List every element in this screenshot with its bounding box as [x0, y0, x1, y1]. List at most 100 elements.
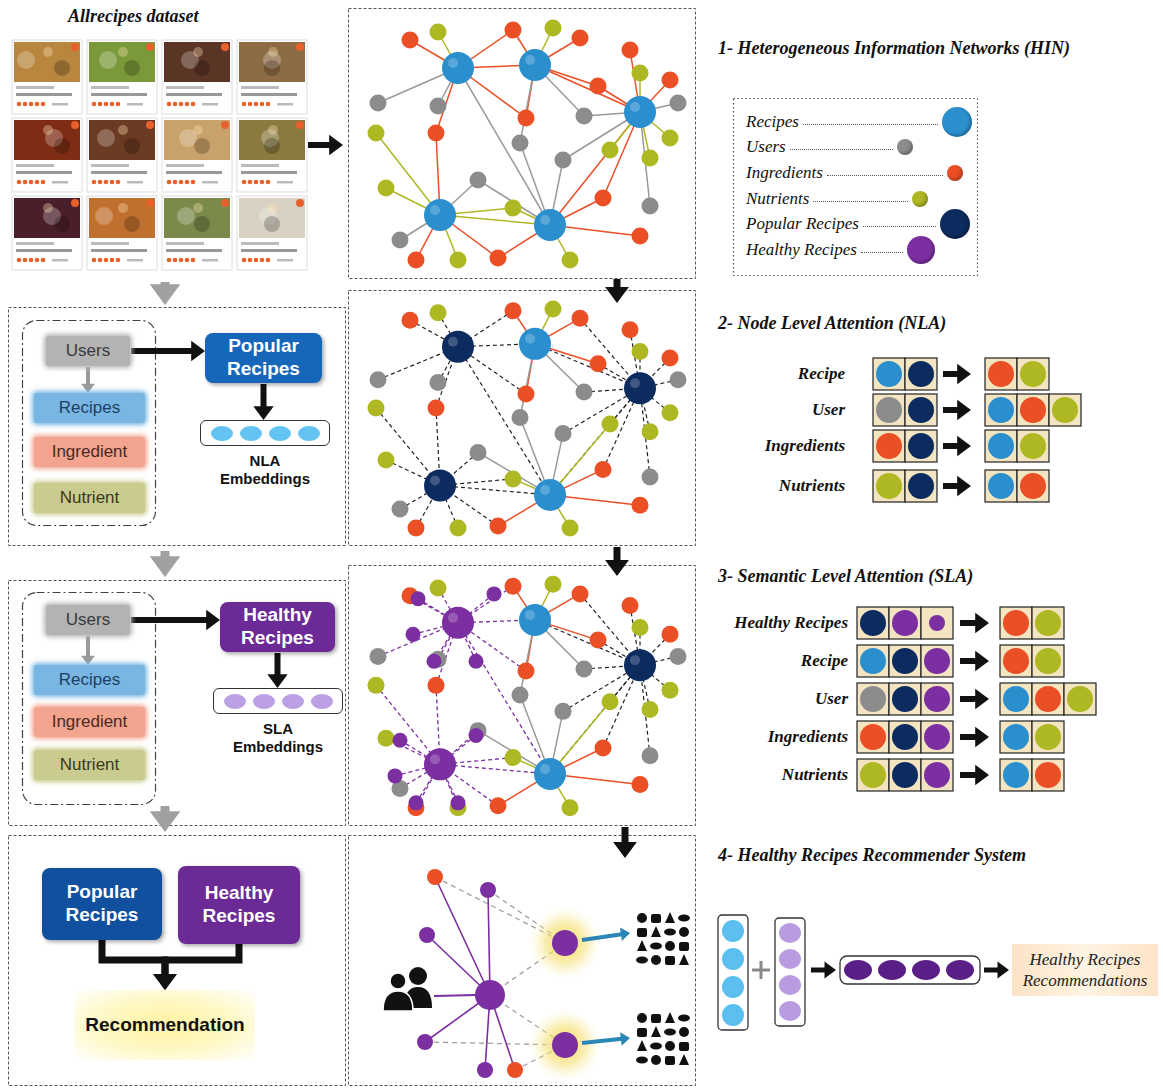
caption-line [91, 86, 129, 89]
star-rating [29, 102, 34, 107]
flow-arrow [811, 962, 836, 979]
entity-dot [1003, 724, 1029, 750]
graph-node [469, 728, 484, 743]
legend-text: Recipes [746, 112, 799, 132]
legend-text: Popular Recipes [746, 214, 859, 234]
network-graph [368, 20, 687, 269]
section-label: Allrecipes dataset [68, 6, 198, 27]
graph-node [595, 739, 612, 756]
recipe-photo [89, 42, 155, 82]
table-cell [1032, 607, 1064, 639]
entity-dot [892, 648, 918, 674]
graph-hub [624, 96, 656, 128]
entity-dot [1020, 473, 1046, 499]
graph-hub [624, 372, 656, 404]
photo-detail [193, 125, 203, 135]
caption-line [241, 86, 279, 89]
entity-dot [929, 615, 945, 631]
entity-dot [1003, 610, 1029, 636]
panel-frame [349, 9, 696, 279]
graph-node [505, 302, 522, 319]
legend-swatch [942, 107, 972, 137]
graph-node [595, 190, 612, 207]
star-rating [248, 258, 253, 263]
table-cell [857, 683, 889, 715]
food-icon [637, 1013, 647, 1023]
graph-node [632, 619, 649, 636]
arrow-line [960, 772, 976, 778]
star-rating [185, 258, 190, 263]
group-frame [23, 593, 156, 805]
star-rating [266, 102, 271, 107]
arrow-line [582, 934, 622, 940]
recipe-card [87, 196, 157, 270]
photo-detail [193, 47, 203, 57]
section-label: 1- Heterogeneous Information Networks (H… [718, 38, 1070, 59]
entity-dot [860, 648, 886, 674]
photo-detail [268, 125, 278, 135]
network-graph [368, 576, 687, 816]
panel-frames [9, 9, 696, 1086]
graph-hub [424, 199, 456, 231]
graph-node [576, 661, 593, 678]
food-icon [665, 912, 675, 923]
arrow-head [150, 811, 181, 832]
graph-node [642, 150, 659, 167]
embedding-vector [213, 688, 343, 714]
graph-node [602, 416, 619, 433]
save-badge [296, 121, 304, 129]
star-rating [173, 258, 178, 263]
graph-node [595, 461, 612, 478]
hub-highlight [448, 613, 458, 623]
leader-dots [863, 226, 936, 227]
entity-dot [1035, 648, 1061, 674]
graph-node [505, 22, 522, 39]
graph-node [505, 200, 522, 217]
embedding-cell [779, 1001, 801, 1021]
legend-row: Healthy Recipes [746, 236, 935, 264]
star-rating [248, 102, 253, 107]
photo-detail [17, 51, 35, 69]
arrow-head [975, 689, 989, 709]
graph-edge [440, 764, 550, 774]
graph-node [622, 42, 639, 59]
entity-dot [876, 433, 902, 459]
section-label: Recipe [801, 651, 848, 671]
embedding-cell [722, 948, 744, 970]
section-label: Nutrients [782, 765, 848, 785]
caption-line [91, 249, 147, 252]
embedding-cell [946, 960, 974, 980]
save-badge [296, 199, 304, 207]
table-cell [1032, 645, 1064, 677]
legend-row: Recipes [746, 107, 972, 137]
embedding-vector [718, 915, 748, 1030]
star-rating [41, 258, 46, 263]
embedding-cell [878, 960, 906, 980]
star-rating [35, 102, 40, 107]
flow-arrow [308, 135, 343, 155]
arrow-head [329, 135, 343, 155]
section-label: 2- Node Level Attention (NLA) [718, 313, 946, 334]
node-text: Ingredient [52, 712, 128, 732]
star-rating [104, 258, 109, 263]
graph-node [512, 135, 529, 152]
graph-node [451, 795, 466, 810]
graph-node [662, 404, 679, 421]
entity-dot [908, 361, 934, 387]
table-cell [1000, 645, 1032, 677]
node-text: NLA Embeddings [218, 452, 313, 488]
user-icon [383, 991, 413, 1011]
graph-node [402, 312, 419, 329]
embedding-cell [224, 694, 246, 709]
entity-dot [860, 686, 886, 712]
embedding-cell [240, 426, 262, 441]
graph-node [562, 799, 579, 816]
caption-line [166, 242, 204, 245]
section-label: Healthy Recipes [734, 613, 848, 633]
embedding-cell [253, 694, 275, 709]
caption-line [202, 103, 218, 106]
graph-node [368, 677, 385, 694]
panel-frame [9, 308, 346, 546]
entity-dot [876, 473, 902, 499]
food-icon [665, 941, 675, 951]
